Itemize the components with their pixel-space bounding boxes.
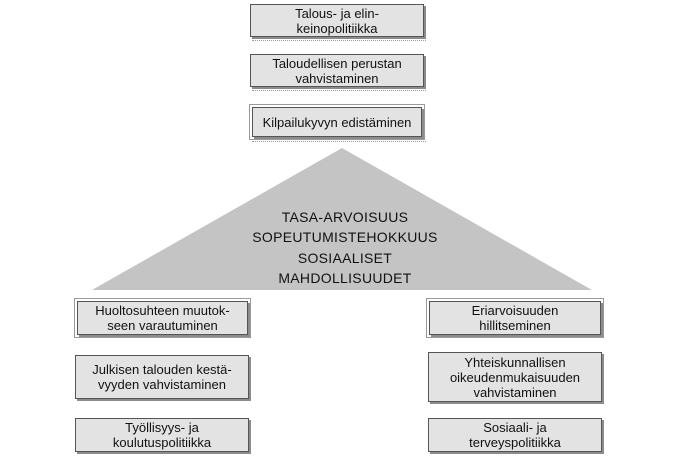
box-julkisen-talouden-kestavyys: Julkisen talouden kestä- vyyden vahvista…	[75, 355, 249, 399]
pyramid-label-2: SOPEUTUMISTEHOKKUUS	[252, 229, 438, 245]
box-eriarvoisuuden-hillitseminen: Eriarvoisuuden hillitseminen	[426, 298, 604, 338]
box-huoltosuhteen-muutokseen: Huoltosuhteen muutok- seen varautuminen	[74, 298, 251, 338]
box-yhteiskunnallisen-oikeudenmukaisuuden: Yhteiskunnallisen oikeudenmukaisuuden va…	[428, 352, 602, 402]
box-taloudellisen-perustan-vahvistaminen: Taloudellisen perustan vahvistaminen	[250, 54, 424, 87]
pyramid-label-4: MAHDOLLISUUDET	[278, 270, 412, 286]
top-box-underline	[252, 40, 426, 41]
box-sosiaali-terveyspolitiikka: Sosiaali- ja terveyspolitiikka	[428, 418, 602, 452]
box-tyollisyys-koulutuspolitiikka: Työllisyys- ja koulutuspolitiikka	[75, 418, 249, 452]
top-box-underline	[252, 90, 426, 91]
top-box-underline	[252, 141, 426, 142]
pyramid-label-3: SOSIAALISET	[297, 250, 393, 266]
pyramid-label-1: TASA-ARVOISUUS	[281, 209, 409, 225]
box-talous-elinkeinopolitiikka: Talous- ja elin- keinopolitiikka	[250, 4, 424, 37]
box-kilpailukyvyn-edistaminen: Kilpailukyvyn edistäminen	[249, 104, 425, 140]
pyramid-triangle	[92, 148, 592, 290]
